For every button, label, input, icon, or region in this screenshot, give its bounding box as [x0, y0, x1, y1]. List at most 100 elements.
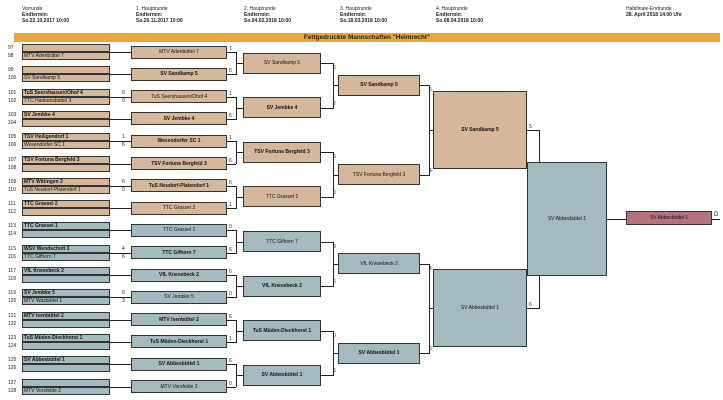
round1-match: SV Jembke 5 — [131, 290, 227, 304]
score-top: 1 — [229, 46, 232, 52]
round-date: So.18.03.2018 10:00 — [340, 18, 387, 24]
vorrunde-entry — [22, 378, 110, 387]
round-label: Endtermin: — [244, 12, 271, 18]
bracket-line — [110, 386, 131, 388]
round1-match: SV Abbesbüttel 1 — [131, 357, 227, 371]
bracket-line — [110, 96, 131, 98]
score-top: 4 — [122, 245, 125, 252]
round-header-3: 3. Hauptrunde Endtermin: So.18.03.2018 1… — [340, 6, 387, 24]
entry-number: 108 — [8, 164, 17, 171]
score-bottom: 4 — [429, 167, 432, 174]
bracket-line — [110, 208, 131, 210]
bracket-line — [110, 252, 131, 254]
round1-match: TTC Grassel 2 — [131, 201, 227, 215]
bracket-line — [110, 163, 131, 165]
vorrunde-entry — [22, 66, 110, 75]
final-winner: SV Abbesbüttel 1 — [626, 211, 712, 226]
score-bottom: 6 — [229, 157, 232, 164]
score-top: 0 — [333, 332, 336, 339]
vorrunde-entry: TTC Hankensbüttel 3 — [22, 96, 110, 105]
vorrunde-entry: MTV Isenbüttel 2 — [22, 311, 110, 320]
bracket-line — [321, 375, 333, 377]
score-bottom: 6 — [122, 253, 125, 260]
bracket-line — [236, 375, 243, 377]
bracket-line — [236, 241, 243, 243]
vorrunde-entry: MTV Wittingen 2 — [22, 177, 110, 186]
score-bottom: 0 — [333, 189, 336, 196]
round1-match: VfL Knesebeck 2 — [131, 268, 227, 282]
score-top: 6 — [229, 358, 232, 365]
vorrunde-entry — [22, 163, 110, 172]
round-label: Endtermin: — [136, 12, 163, 18]
round-label: Endtermin: — [436, 12, 463, 18]
round2-match: TSV Fortuna Bergfeld 3 — [243, 141, 321, 163]
round3-match: SV Abbesbüttel 1 — [338, 342, 420, 364]
vorrunde-entry: TuS Müden-Dieckhorst 1 — [22, 333, 110, 342]
round-date: 28. April 2018 14.00 Uhr — [626, 12, 682, 18]
score-top: 6 — [229, 269, 232, 275]
entry-number: 116 — [8, 253, 16, 260]
score-bottom: 0 — [122, 186, 125, 193]
bracket-line — [227, 252, 236, 254]
bracket-line — [110, 74, 131, 76]
bracket-line — [236, 107, 243, 109]
bracket-line — [110, 341, 131, 343]
entry-number: 120 — [8, 298, 17, 305]
round2-match: VfL Knesebeck 2 — [243, 275, 321, 297]
bracket-line — [321, 330, 333, 332]
vorrunde-entry: TTC Grassel 1 — [22, 222, 110, 231]
entry-number: 110 — [8, 186, 16, 193]
bracket-line — [712, 219, 720, 221]
bracket-line — [321, 152, 333, 154]
round1-match: TuS Neudorf-Platendorf 1 — [131, 179, 227, 193]
bracket-line — [110, 364, 131, 366]
bracket-line — [227, 364, 236, 366]
vorrunde-entry: SV Sandkamp 5 — [22, 74, 110, 83]
vorrunde-entry: SV Jembke 4 — [22, 110, 110, 119]
entry-number: 106 — [8, 142, 17, 149]
round1-match: Wesendorfer SC 1 — [131, 134, 227, 148]
entry-number: 99 — [8, 67, 14, 74]
bracket-line — [236, 63, 243, 65]
bracket-line — [420, 353, 429, 355]
bracket-line — [236, 330, 243, 332]
bracket-line — [333, 85, 338, 87]
score-bottom: 6 — [229, 68, 232, 75]
score-top: 6 — [122, 89, 125, 96]
entry-number: 105 — [8, 134, 17, 141]
score-bottom: 6 — [229, 112, 232, 119]
bracket-line — [227, 297, 236, 299]
score-top: 1 — [229, 90, 232, 97]
vorrunde-entry: Wesendorfer SC 1 — [22, 141, 110, 150]
bracket-line — [227, 319, 236, 321]
score-top: 6 — [229, 179, 232, 186]
bracket-line — [429, 130, 433, 132]
vorrunde-entry — [22, 44, 110, 52]
round-header-vorrunde: Vorrunde Endtermin: So.22.10.2017 10:00 — [22, 6, 69, 24]
round1-match: TSV Fortuna Bergfeld 3 — [131, 157, 227, 170]
round1-match: TTC Grassel 1 — [131, 223, 227, 237]
bracket-line — [321, 196, 333, 198]
round2-match: TuS Müden-Dieckhorst 1 — [243, 320, 321, 342]
vorrunde-entry — [22, 208, 110, 217]
bracket-line — [236, 286, 243, 288]
bracket-line — [333, 263, 338, 265]
bracket-line — [227, 74, 236, 76]
round-label: Endtermin: — [340, 12, 367, 18]
entry-number: 122 — [8, 320, 17, 327]
round-title: Vorrunde — [22, 6, 43, 12]
entry-number: 107 — [8, 156, 17, 163]
round-title: 1. Hauptrunde — [136, 6, 168, 12]
round-date: So.08.04.2018 10:00 — [436, 18, 483, 24]
score-top: 6 — [229, 313, 232, 320]
score-bottom: 6 — [529, 302, 532, 309]
round2-match: SV Sandkamp 5 — [243, 52, 321, 74]
vorrunde-entry — [22, 364, 110, 373]
bracket-line — [527, 130, 539, 132]
round3-match: TSV Fortuna Bergfeld 3 — [338, 164, 420, 186]
entry-number: 104 — [8, 119, 17, 126]
score-bottom: 0 — [122, 97, 125, 104]
entry-number: 125 — [8, 357, 17, 364]
bracket-line — [227, 275, 236, 276]
bracket-line — [110, 185, 131, 187]
